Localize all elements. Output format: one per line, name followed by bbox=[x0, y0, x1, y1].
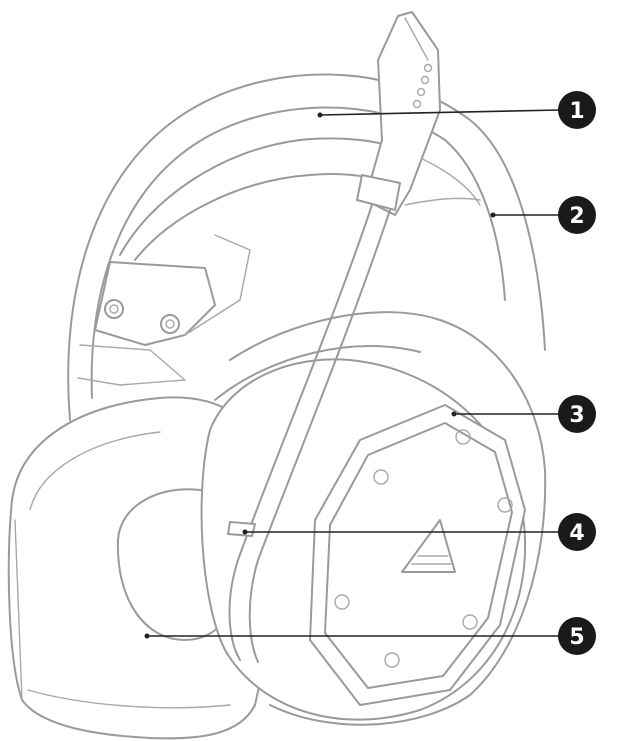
callout-number-2: 2 bbox=[569, 204, 584, 229]
leader-dot-1 bbox=[317, 112, 323, 118]
leader-lines bbox=[144, 109, 561, 639]
leader-dot-5 bbox=[144, 633, 150, 639]
leader-line-1 bbox=[319, 109, 561, 116]
leader-dot-2 bbox=[490, 212, 496, 218]
callout-badge-1: 1 bbox=[558, 91, 596, 129]
leader-dot-3 bbox=[451, 411, 457, 417]
callout-number-4: 4 bbox=[569, 521, 584, 546]
hinge-block bbox=[77, 234, 251, 386]
callout-badge-4: 4 bbox=[558, 513, 596, 551]
callout-badge-5: 5 bbox=[558, 617, 596, 655]
callout-number-5: 5 bbox=[569, 625, 584, 650]
callout-number-1: 1 bbox=[569, 99, 584, 124]
callout-badges: 1 2 3 4 5 bbox=[558, 91, 596, 655]
leader-dot-4 bbox=[242, 529, 248, 535]
side-plate bbox=[309, 404, 526, 706]
callout-number-3: 3 bbox=[569, 403, 584, 428]
callout-badge-3: 3 bbox=[558, 395, 596, 433]
callout-badge-2: 2 bbox=[558, 196, 596, 234]
